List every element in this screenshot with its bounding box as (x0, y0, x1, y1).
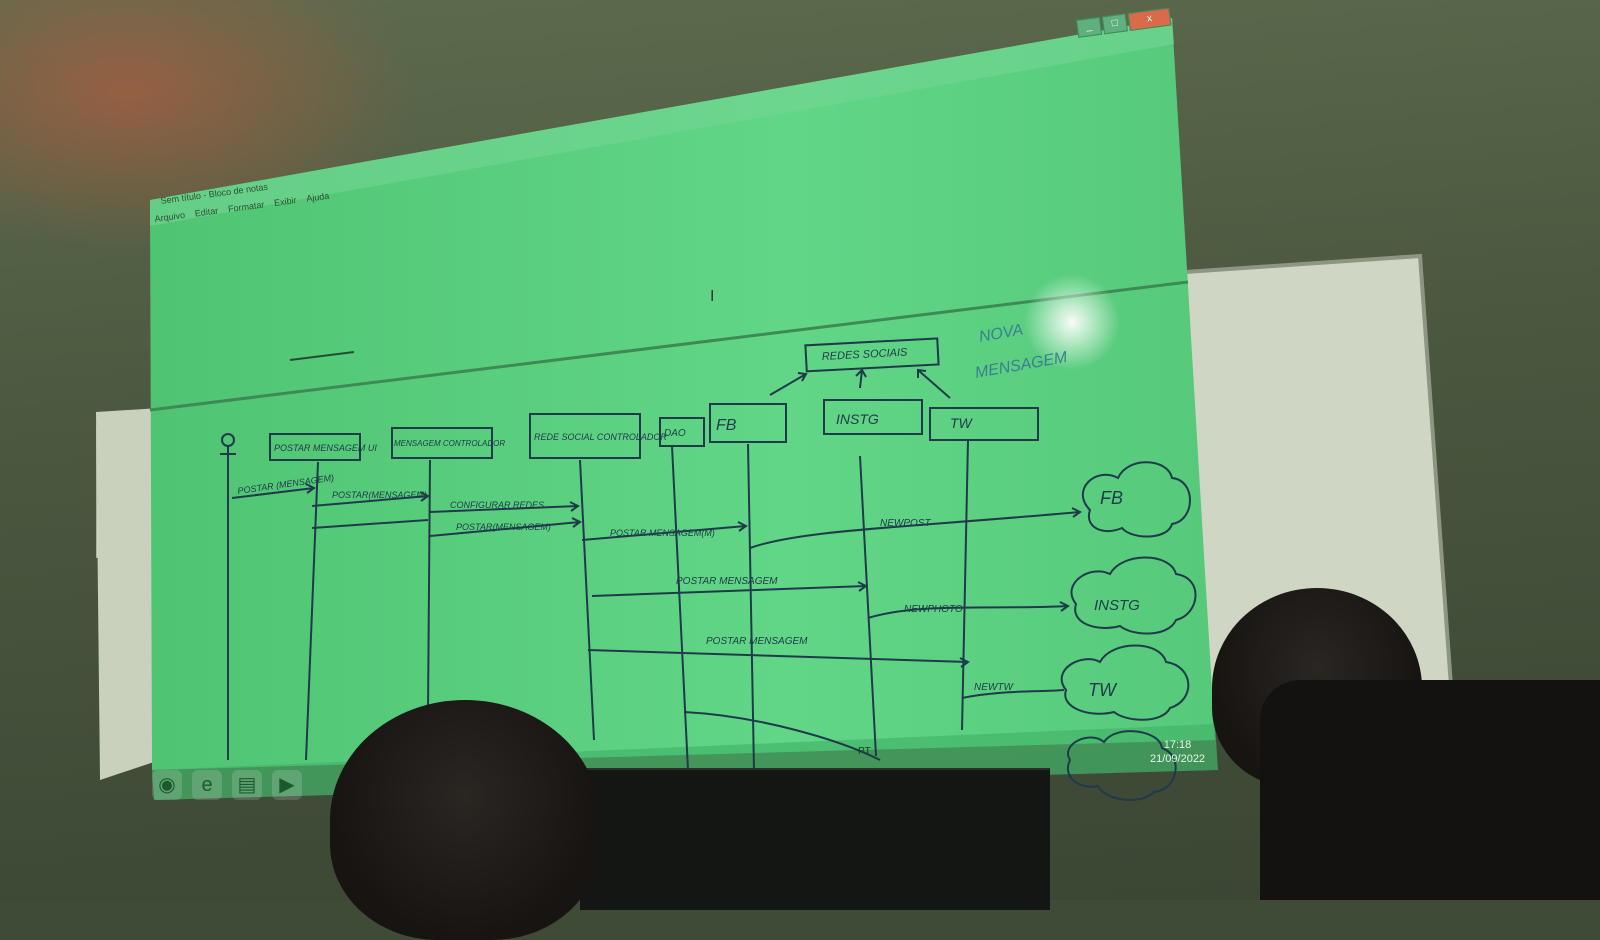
maximize-button[interactable]: □ (1101, 13, 1128, 35)
internet-explorer-icon[interactable]: e (192, 770, 222, 800)
taskbar-pinned: ◉ e ▤ ▶ (152, 770, 302, 800)
poster-text: Higienize as mãos (103, 489, 161, 515)
teacher-body (1260, 680, 1600, 900)
taskbar-time: 17:18 (1163, 739, 1192, 751)
poster-icon (115, 442, 145, 474)
taskbar-clock[interactable]: 17:18 21/09/2022 (1150, 738, 1205, 766)
student-head (330, 700, 600, 940)
start-orb-icon[interactable]: ◉ (152, 770, 182, 800)
hand-hygiene-poster: Higienize as mãos (96, 422, 168, 558)
text-cursor-icon: I (710, 288, 715, 305)
media-player-icon[interactable]: ▶ (272, 770, 302, 800)
desk-monitor (580, 768, 1050, 910)
minimize-button[interactable]: _ (1076, 16, 1103, 38)
taskbar-language[interactable]: PT (858, 746, 871, 757)
file-explorer-icon[interactable]: ▤ (232, 770, 262, 800)
taskbar-date: 21/09/2022 (1150, 753, 1206, 765)
